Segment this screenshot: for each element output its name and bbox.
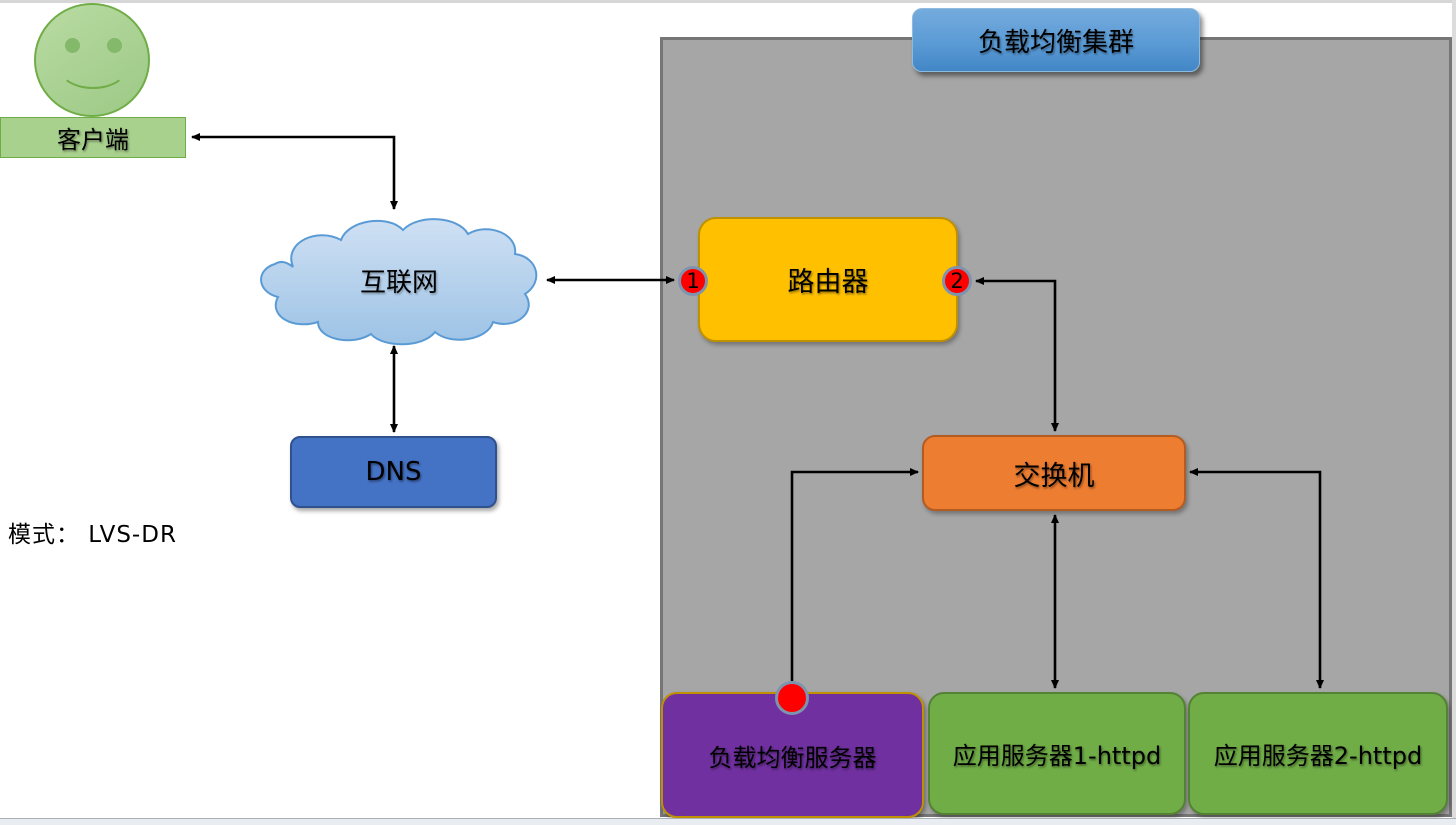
cloud-icon (260, 218, 538, 346)
app-server-2-label: 应用服务器2-httpd (1213, 742, 1423, 770)
router-port-1-badge: 1 (678, 266, 708, 296)
dns-node: DNS (290, 436, 497, 508)
user-smiley-icon (34, 3, 150, 117)
mode-annotation: 模式： LVS-DR (8, 522, 177, 548)
app-server-2-node: 应用服务器2-httpd (1188, 692, 1448, 815)
cluster-title-label: 负载均衡集群 (977, 27, 1134, 58)
internet-label: 互联网 (359, 267, 438, 298)
cluster-title-tab: 负载均衡集群 (912, 8, 1200, 72)
internet-cloud-node: 互联网 (253, 212, 545, 348)
load-balancer-label: 负载均衡服务器 (708, 743, 877, 772)
arrow-client-internet (191, 133, 398, 210)
router-node: 路由器 (698, 217, 958, 342)
bottom-edge-strip (0, 818, 1456, 825)
right-edge-strip (1452, 0, 1456, 825)
app-server-1-node: 应用服务器1-httpd (928, 692, 1186, 815)
dns-label: DNS (365, 457, 422, 487)
lb-port-badge (775, 681, 809, 715)
router-port-2-badge: 2 (942, 266, 972, 296)
smiley-mouth (58, 45, 128, 89)
switch-label: 交换机 (1013, 460, 1095, 492)
client-node: 客户端 (0, 117, 186, 158)
router-label: 路由器 (787, 267, 869, 298)
client-label: 客户端 (57, 126, 129, 154)
top-edge-strip (0, 0, 1456, 3)
app-server-1-label: 应用服务器1-httpd (952, 742, 1162, 770)
switch-node: 交换机 (922, 435, 1186, 511)
load-balancer-node: 负载均衡服务器 (661, 692, 924, 818)
